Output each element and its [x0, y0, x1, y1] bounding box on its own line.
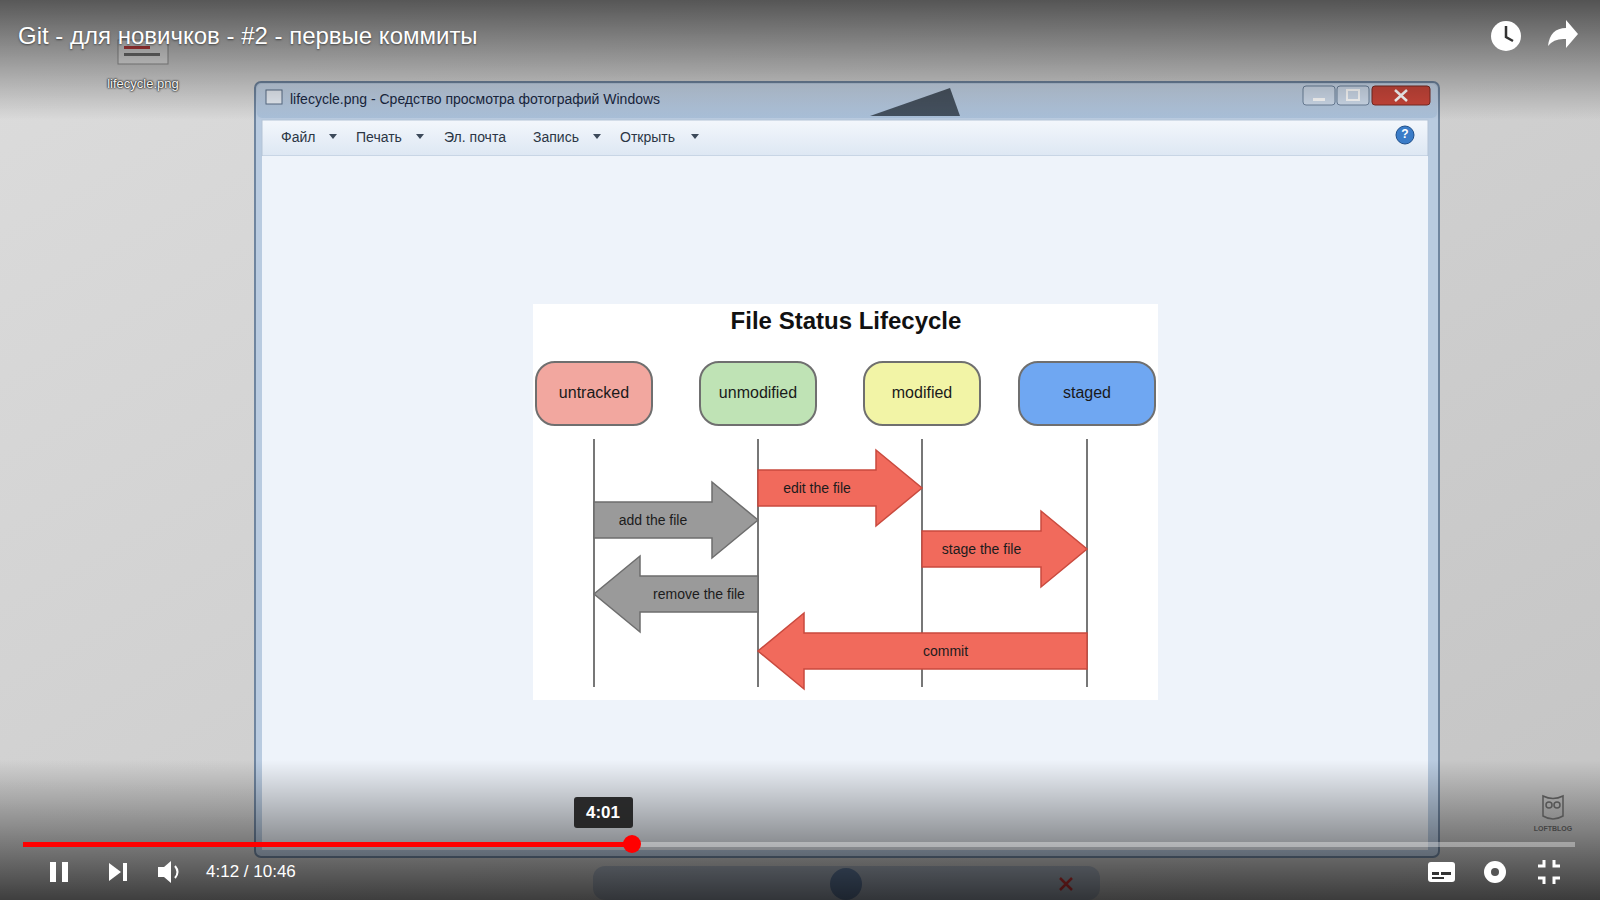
state-box: unmodified — [699, 361, 817, 426]
video-title: Git - для новичков - #2 - первые коммиты — [18, 22, 478, 50]
block-arrow — [922, 511, 1087, 587]
block-arrow — [758, 613, 1087, 689]
clock-icon — [1491, 21, 1521, 51]
arrow-label: stage the file — [942, 541, 1021, 557]
menu-item: Запись — [533, 129, 579, 145]
arrow-label: add the file — [619, 512, 688, 528]
block-arrow — [594, 556, 758, 632]
help-icon: ? — [1401, 128, 1408, 142]
diagram-title: File Status Lifecycle — [731, 307, 962, 335]
arrow-label: edit the file — [783, 480, 851, 496]
desktop-icon-label: lifecycle.png — [107, 77, 179, 92]
state-box: modified — [863, 361, 981, 426]
arrow-label: remove the file — [653, 586, 745, 602]
menu-item: Печать — [356, 129, 402, 145]
state-label: modified — [892, 384, 952, 402]
state-box: untracked — [535, 361, 653, 426]
tooltip-time: 4:01 — [586, 803, 620, 823]
time-display: 4:12 / 10:46 — [206, 862, 296, 882]
menu-item: Файл — [281, 129, 315, 145]
state-box: staged — [1018, 361, 1156, 426]
top-shade — [0, 0, 1600, 120]
state-label: untracked — [559, 384, 629, 402]
block-arrow — [758, 450, 922, 526]
time-tooltip — [574, 797, 633, 828]
watermark: LOFTBLOG — [1534, 825, 1573, 833]
player-controls — [50, 860, 1560, 884]
loftblog-owl — [1543, 796, 1563, 819]
block-arrow — [594, 482, 758, 558]
window-title: lifecycle.png - Средство просмотра фотог… — [290, 91, 660, 107]
bottom-shade — [0, 760, 1600, 900]
menu-item: Эл. почта — [444, 129, 506, 145]
state-label: staged — [1063, 384, 1111, 402]
share-icon — [1548, 20, 1578, 48]
arrow-label: commit — [923, 643, 968, 659]
progress-bar — [23, 835, 1575, 853]
menu-item: Открыть — [620, 129, 675, 145]
state-label: unmodified — [719, 384, 797, 402]
